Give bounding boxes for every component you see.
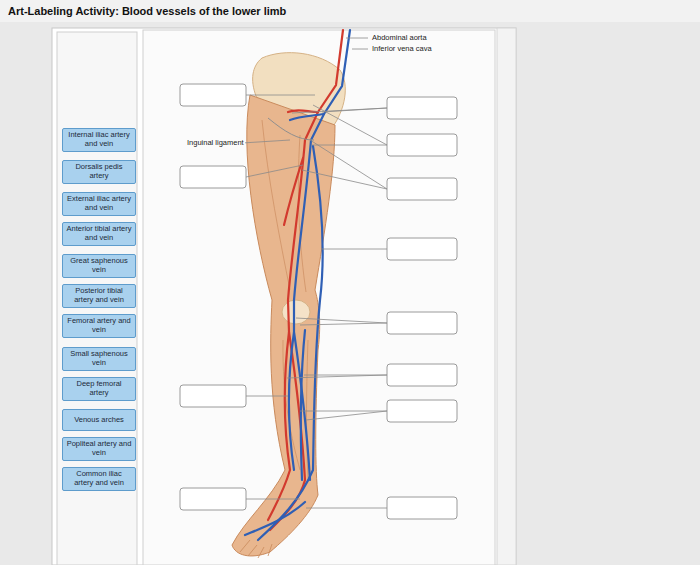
label-tile: Common iliac artery and vein bbox=[62, 467, 136, 491]
structure-label: Abdominal aorta bbox=[371, 33, 428, 42]
label-text: Anterior tibial artery and vein bbox=[66, 225, 132, 242]
label-tile: Anterior tibial artery and vein bbox=[62, 222, 136, 246]
label-text: External iliac artery and vein bbox=[66, 195, 132, 212]
label-tile: Deep femoral artery bbox=[62, 377, 136, 401]
label-tile: Venous arches bbox=[62, 409, 136, 431]
label-text: Femoral artery and vein bbox=[66, 317, 132, 334]
label-tile: Internal iliac artery and vein bbox=[62, 128, 136, 152]
label-tile: Posterior tibial artery and vein bbox=[62, 284, 136, 308]
label-tile: Great saphenous vein bbox=[62, 254, 136, 278]
label-tile: Dorsalis pedis artery bbox=[62, 160, 136, 184]
label-text: Deep femoral artery bbox=[66, 380, 132, 397]
structure-label: Inferior vena cava bbox=[371, 44, 433, 53]
label-text: Internal iliac artery and vein bbox=[66, 131, 132, 148]
label-tile: Femoral artery and vein bbox=[62, 314, 136, 338]
label-tile: Popliteal artery and vein bbox=[62, 437, 136, 461]
label-tile: Small saphenous vein bbox=[62, 347, 136, 371]
label-text: Great saphenous vein bbox=[66, 257, 132, 274]
label-text: Dorsalis pedis artery bbox=[66, 163, 132, 180]
label-text: Popliteal artery and vein bbox=[66, 440, 132, 457]
label-text: Small saphenous vein bbox=[66, 350, 132, 367]
label-tile: External iliac artery and vein bbox=[62, 192, 136, 216]
structure-label: Inguinal ligament bbox=[186, 138, 245, 147]
label-text: Posterior tibial artery and vein bbox=[66, 287, 132, 304]
activity-title: Art-Labeling Activity: Blood vessels of … bbox=[8, 5, 286, 17]
label-text: Venous arches bbox=[74, 416, 124, 425]
label-text: Common iliac artery and vein bbox=[66, 470, 132, 487]
